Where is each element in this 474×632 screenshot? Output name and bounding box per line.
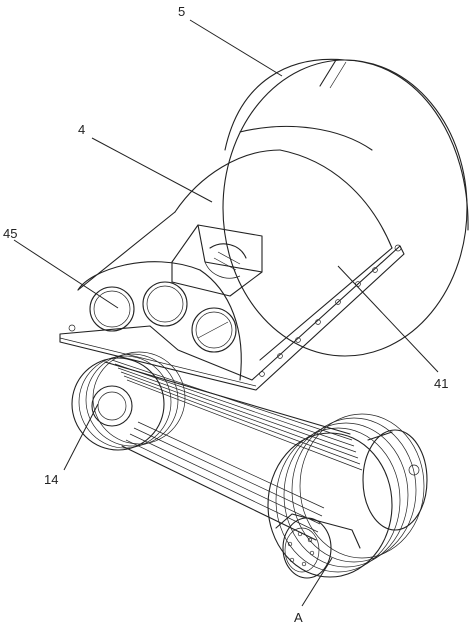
label-A: A [294, 610, 303, 625]
motor-body [362, 429, 428, 531]
callout-labels: 5 4 45 41 14 A [3, 4, 448, 625]
feed-hopper [171, 224, 263, 297]
main-housing [77, 149, 393, 361]
drive-pulley [267, 413, 425, 579]
leader-lines [13, 19, 439, 607]
label-5: 5 [178, 4, 185, 19]
drive-belt [104, 359, 363, 541]
end-face [77, 261, 242, 381]
driven-pulley [71, 351, 186, 451]
label-45: 45 [3, 226, 17, 241]
label-4: 4 [78, 122, 85, 137]
label-41: 41 [434, 376, 448, 391]
label-14: 14 [44, 472, 58, 487]
large-drum [222, 58, 469, 357]
